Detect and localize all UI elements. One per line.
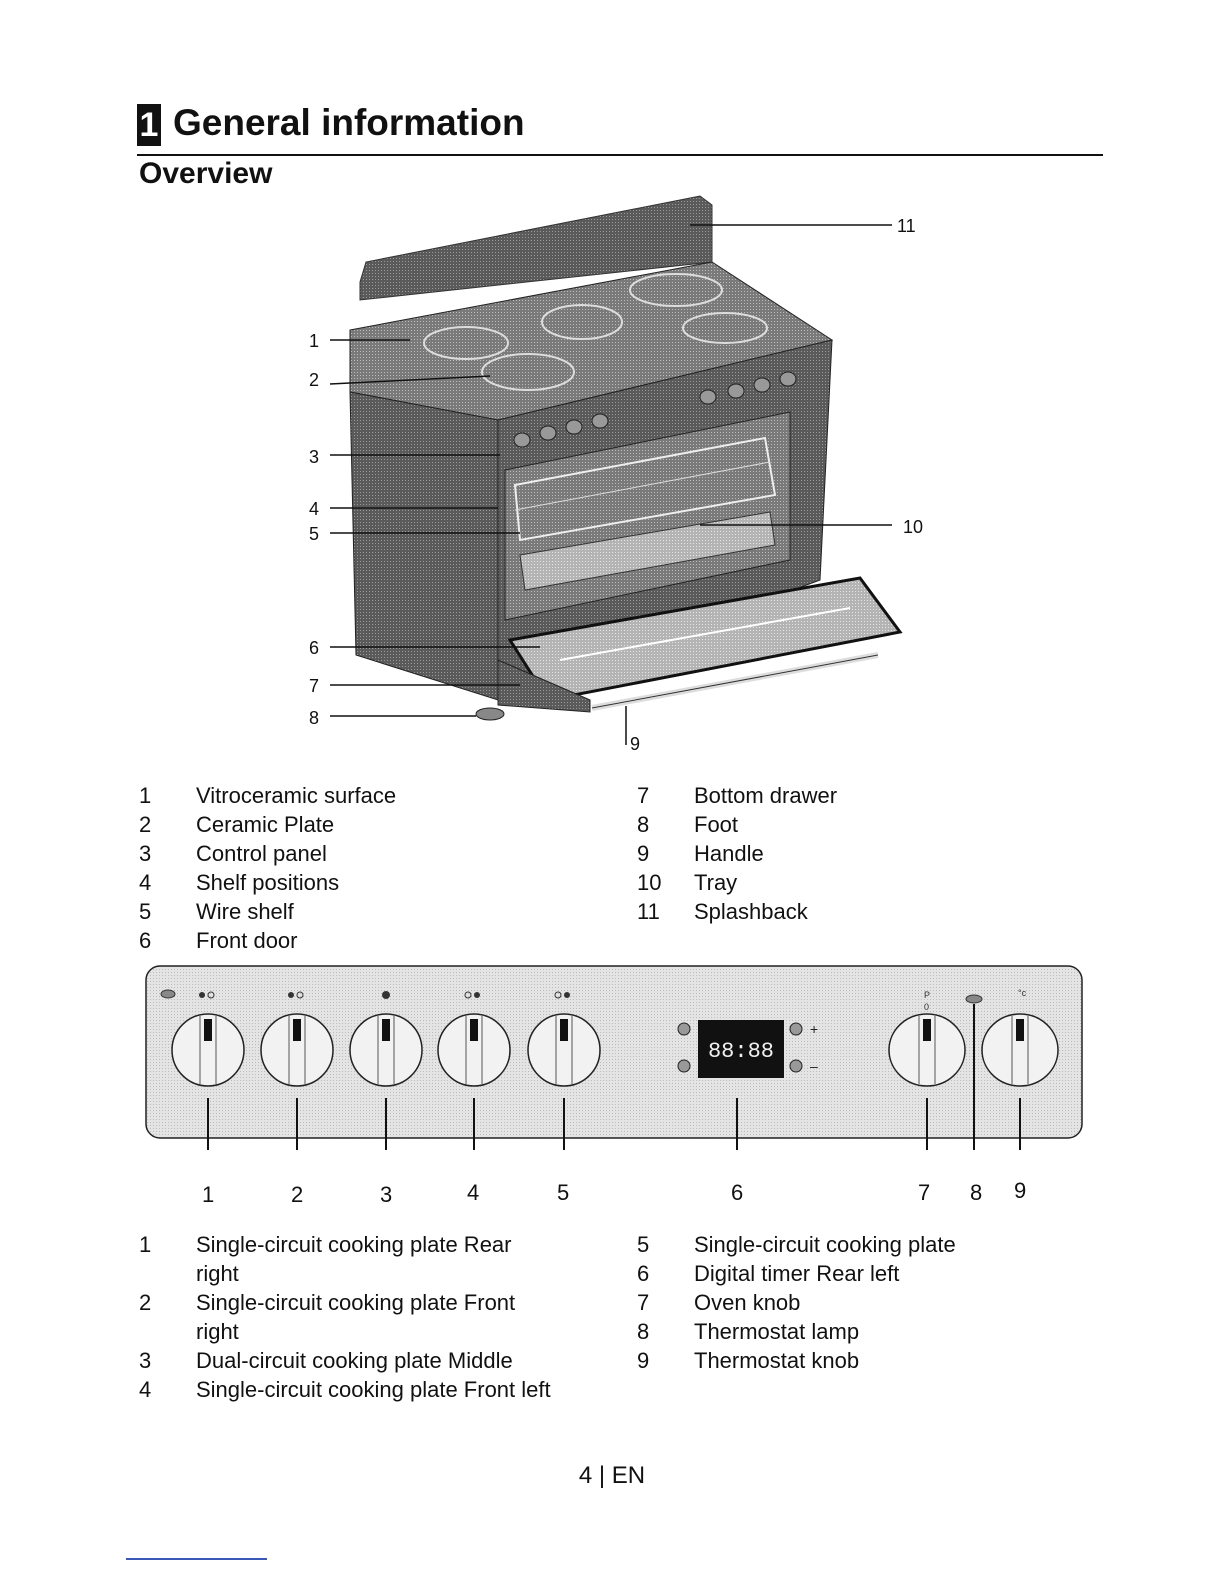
page-footer: 4 | EN (578, 1462, 646, 1489)
callout-9: 9 (630, 734, 641, 754)
svg-text:P: P (924, 990, 930, 1000)
panel-callout-8: 8 (970, 1180, 983, 1205)
control-panel-knobs (513, 371, 797, 448)
bottom-drawer (497, 659, 591, 713)
callout-8: 8 (309, 708, 320, 728)
section-title: General information (173, 102, 525, 143)
hob-knobs (171, 1013, 601, 1087)
section-number: 1 (137, 104, 161, 146)
panel-callout-2: 2 (291, 1182, 304, 1207)
indicator-lamp (160, 989, 176, 999)
panel-callout-1: 1 (202, 1182, 215, 1207)
callout-5: 5 (309, 524, 320, 544)
callout-1: 1 (309, 331, 320, 351)
panel-callout-7: 7 (918, 1180, 931, 1205)
bottom-rule (126, 1558, 267, 1560)
subtitle: Overview (139, 157, 273, 190)
panel-callout-6: 6 (731, 1180, 744, 1205)
callout-10: 10 (903, 517, 924, 537)
panel-callout-5: 5 (557, 1180, 570, 1205)
control-panel-illustration: + – 88:88 P 0 °c (145, 965, 1083, 1150)
oven-knob (888, 1013, 966, 1087)
panel-callout-3: 3 (380, 1182, 393, 1207)
panel-callout-4: 4 (467, 1180, 480, 1205)
callout-11: 11 (897, 216, 916, 236)
thermostat-knob (981, 1013, 1059, 1087)
control-panel (145, 965, 1083, 1139)
section-header: 1 General information (137, 100, 1103, 156)
svg-text:–: – (810, 1058, 818, 1074)
svg-text:88:88: 88:88 (708, 1039, 774, 1064)
cooking-zone (423, 326, 509, 360)
cooking-zone (629, 273, 723, 307)
splashback (359, 195, 713, 301)
cooking-zone (541, 304, 623, 340)
tray (519, 511, 776, 591)
oven-illustration (329, 195, 903, 745)
panel-callout-9: 9 (1014, 1178, 1027, 1203)
cooking-zone (481, 353, 575, 391)
timer-buttons (677, 1022, 803, 1073)
wire-shelf (513, 436, 777, 542)
svg-text:+: + (810, 1021, 818, 1037)
timer-display (698, 1020, 784, 1078)
callout-6: 6 (309, 638, 320, 658)
callout-2: 2 (309, 370, 320, 390)
callout-4: 4 (309, 499, 320, 519)
foot (475, 707, 505, 721)
svg-text:0: 0 (924, 1002, 929, 1012)
cooking-zone (682, 312, 768, 344)
callout-3: 3 (309, 447, 320, 467)
callout-7: 7 (309, 676, 320, 696)
thermostat-lamp (965, 994, 983, 1004)
svg-text:°c: °c (1018, 988, 1027, 998)
